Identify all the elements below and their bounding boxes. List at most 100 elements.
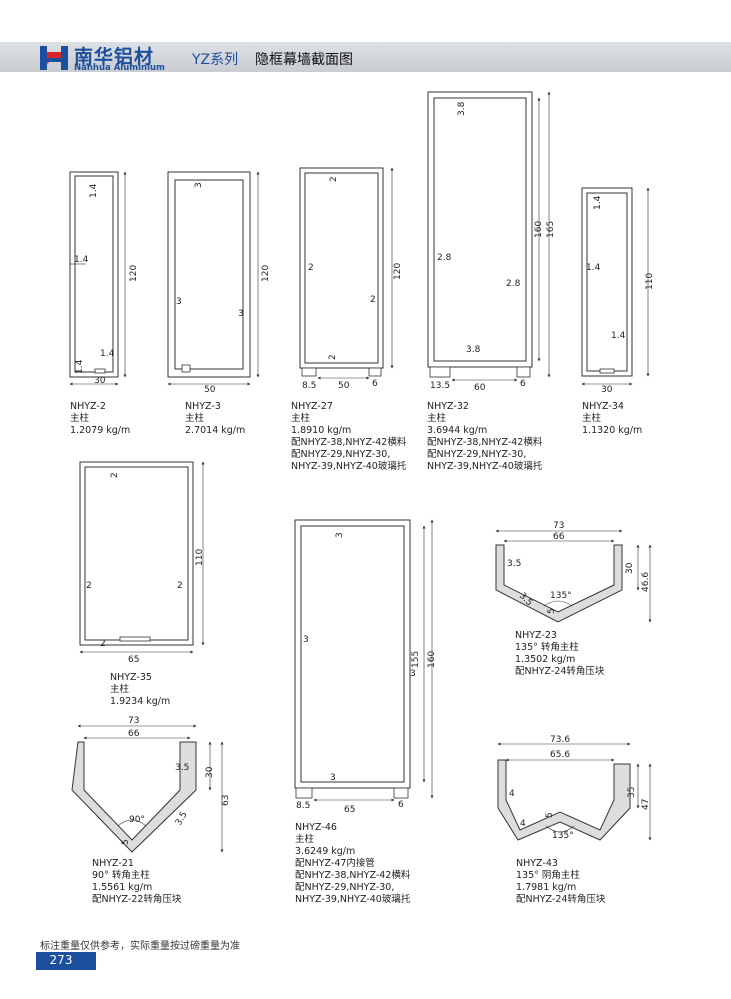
dim-nhyz-32-outer-height: 165 bbox=[546, 221, 556, 238]
dim-nhyz-2-inner: 1.4 bbox=[100, 349, 115, 359]
caption-weight: 1.2079 kg/m bbox=[70, 425, 131, 436]
dim-nhyz-27-top: 2 bbox=[329, 176, 339, 182]
dim-nhyz-21-apex: 5 bbox=[121, 839, 131, 845]
dim-nhyz-34-side: 1.4 bbox=[586, 263, 601, 273]
dim-nhyz-3-top: 3 bbox=[194, 182, 204, 188]
dim-nhyz-43-apex: 5 bbox=[545, 812, 555, 818]
dim-nhyz-43-angle: 135° bbox=[552, 831, 574, 841]
profile-nhyz-43: 73.6 65.6 35 47 4 4 5 135° bbox=[497, 735, 652, 841]
caption-nhyz-2: NHYZ-2 主柱 1.2079 kg/m bbox=[70, 401, 130, 437]
caption-nhyz-35: NHYZ-35 主柱 1.9234 kg/m bbox=[110, 672, 170, 708]
dim-nhyz-32-left-foot: 13.5 bbox=[430, 381, 450, 391]
dim-nhyz-32-right: 2.8 bbox=[506, 279, 521, 289]
caption-code: NHYZ-34 bbox=[582, 401, 624, 412]
profile-nhyz-2: 30 120 1.4 1.4 1.4 1.4 bbox=[69, 171, 139, 386]
dim-nhyz-35-top: 2 bbox=[110, 472, 120, 478]
caption-note: NHYZ-39,NHYZ-40玻璃托 bbox=[295, 894, 411, 905]
dim-nhyz-43-height: 35 bbox=[627, 787, 637, 798]
caption-weight: 1.5561 kg/m bbox=[92, 882, 153, 893]
dim-nhyz-46-width: 65 bbox=[344, 805, 355, 815]
dim-nhyz-46-bottom: 3 bbox=[330, 773, 336, 783]
dim-nhyz-46-right-foot: 6 bbox=[398, 800, 404, 810]
dim-nhyz-46-inner-height: 155 bbox=[411, 651, 421, 668]
dim-nhyz-43-left-wall: 4 bbox=[509, 789, 515, 799]
caption-type: 主柱 bbox=[427, 413, 447, 424]
caption-weight: 2.7014 kg/m bbox=[185, 425, 246, 436]
caption-note: 配NHYZ-24转角压块 bbox=[515, 666, 605, 677]
dim-nhyz-46-top: 3 bbox=[335, 532, 345, 538]
page-number-tab: 273 bbox=[36, 952, 96, 970]
dim-nhyz-2-side: 1.4 bbox=[74, 255, 89, 265]
dim-nhyz-3-width: 50 bbox=[204, 385, 216, 395]
dim-nhyz-23-inner-width: 66 bbox=[553, 532, 565, 542]
dim-nhyz-43-slope: 4 bbox=[520, 819, 526, 829]
nanhua-logo-icon bbox=[40, 46, 68, 70]
dim-nhyz-23-height: 30 bbox=[625, 562, 635, 574]
dim-nhyz-32-left: 2.8 bbox=[437, 253, 452, 263]
profile-nhyz-35: 65 110 2 2 2 2 bbox=[79, 461, 205, 665]
caption-weight: 1.8910 kg/m bbox=[291, 425, 352, 436]
caption-nhyz-32: NHYZ-32 主柱 3.6944 kg/m 配NHYZ-38,NHYZ-42横… bbox=[427, 401, 542, 473]
profile-nhyz-27: 50 120 2 2 2 2 8.5 6 bbox=[299, 167, 403, 391]
dim-nhyz-35-right: 2 bbox=[177, 581, 183, 591]
caption-nhyz-34: NHYZ-34 主柱 1.1320 kg/m bbox=[582, 401, 642, 437]
dim-nhyz-3-height: 120 bbox=[261, 265, 271, 282]
caption-code: NHYZ-35 bbox=[110, 672, 152, 683]
caption-note: 配NHYZ-22转角压块 bbox=[92, 894, 182, 905]
caption-type: 主柱 bbox=[295, 834, 315, 845]
dim-nhyz-2-height: 120 bbox=[129, 265, 139, 282]
dim-nhyz-32-top: 3.8 bbox=[457, 101, 467, 116]
caption-nhyz-3: NHYZ-3 主柱 2.7014 kg/m bbox=[185, 401, 245, 437]
dim-nhyz-35-left: 2 bbox=[86, 581, 92, 591]
dim-nhyz-32-inner-height: 160 bbox=[534, 221, 544, 238]
profile-nhyz-32: 60 160 165 3.8 2.8 2.8 3.8 13.5 6 bbox=[427, 91, 556, 393]
brand-name-en: Nanhua Aluminium bbox=[74, 63, 165, 73]
caption-type: 90° 转角主柱 bbox=[92, 870, 150, 881]
caption-weight: 1.1320 kg/m bbox=[582, 425, 643, 436]
caption-code: NHYZ-2 bbox=[70, 401, 106, 412]
caption-note: 配NHYZ-38,NHYZ-42横料 bbox=[427, 437, 543, 448]
dim-nhyz-23-total-height: 46.6 bbox=[641, 572, 651, 592]
dim-nhyz-34-width: 30 bbox=[601, 385, 613, 395]
dim-nhyz-3-right: 3 bbox=[238, 309, 244, 319]
caption-code: NHYZ-27 bbox=[291, 401, 333, 412]
dim-nhyz-34-height: 110 bbox=[645, 273, 655, 290]
dim-nhyz-35-bottom: 2 bbox=[100, 639, 106, 649]
profile-nhyz-34: 30 110 1.4 1.4 1.4 bbox=[581, 187, 655, 395]
caption-note: 配NHYZ-24转角压块 bbox=[516, 894, 606, 905]
caption-code: NHYZ-21 bbox=[92, 858, 134, 869]
dim-nhyz-32-width: 60 bbox=[474, 383, 486, 393]
caption-nhyz-21: NHYZ-21 90° 转角主柱 1.5561 kg/m 配NHYZ-22转角压… bbox=[92, 858, 181, 906]
caption-note: NHYZ-39,NHYZ-40玻璃托 bbox=[291, 461, 407, 472]
page-number: 273 bbox=[49, 953, 73, 967]
dim-nhyz-23-apex: 5 bbox=[547, 608, 557, 614]
dim-nhyz-34-top: 1.4 bbox=[593, 195, 603, 210]
dim-nhyz-27-bottom: 2 bbox=[328, 354, 338, 360]
caption-code: NHYZ-46 bbox=[295, 822, 337, 833]
dim-nhyz-23-wall: 3.5 bbox=[507, 559, 521, 569]
dim-nhyz-46-left-foot: 8.5 bbox=[296, 801, 310, 811]
dim-nhyz-35-width: 65 bbox=[128, 655, 139, 665]
caption-weight: 3.6249 kg/m bbox=[295, 846, 356, 857]
dim-nhyz-27-width: 50 bbox=[338, 381, 350, 391]
caption-type: 135° 转角主柱 bbox=[515, 642, 579, 653]
dim-nhyz-46-left: 3 bbox=[303, 635, 309, 645]
brand-logo: 南华铝材 Nanhua Aluminium bbox=[38, 42, 188, 74]
dim-nhyz-21-angle: 90° bbox=[129, 815, 145, 825]
dim-nhyz-2-top: 1.4 bbox=[89, 183, 99, 198]
caption-note: 配NHYZ-38,NHYZ-42横料 bbox=[295, 870, 411, 881]
dim-nhyz-43-inner-width: 65.6 bbox=[550, 750, 570, 760]
caption-type: 135° 阴角主柱 bbox=[516, 870, 580, 881]
dim-nhyz-34-inner: 1.4 bbox=[611, 331, 626, 341]
caption-note: 配NHYZ-29,NHYZ-30, bbox=[291, 449, 391, 460]
dim-nhyz-27-left: 2 bbox=[308, 263, 314, 273]
dim-nhyz-3-left: 3 bbox=[176, 297, 182, 307]
header-band bbox=[0, 42, 731, 72]
dim-nhyz-27-right: 2 bbox=[370, 295, 376, 305]
dim-nhyz-27-right-foot: 6 bbox=[372, 379, 378, 389]
dim-nhyz-21-total-height: 63 bbox=[221, 795, 231, 806]
caption-type: 主柱 bbox=[185, 413, 205, 424]
profile-nhyz-46: 65 155 160 3 3 3 3 8.5 6 bbox=[294, 519, 437, 815]
dim-nhyz-21-outer-width: 73 bbox=[128, 716, 139, 726]
caption-nhyz-27: NHYZ-27 主柱 1.8910 kg/m 配NHYZ-38,NHYZ-42横… bbox=[291, 401, 406, 473]
